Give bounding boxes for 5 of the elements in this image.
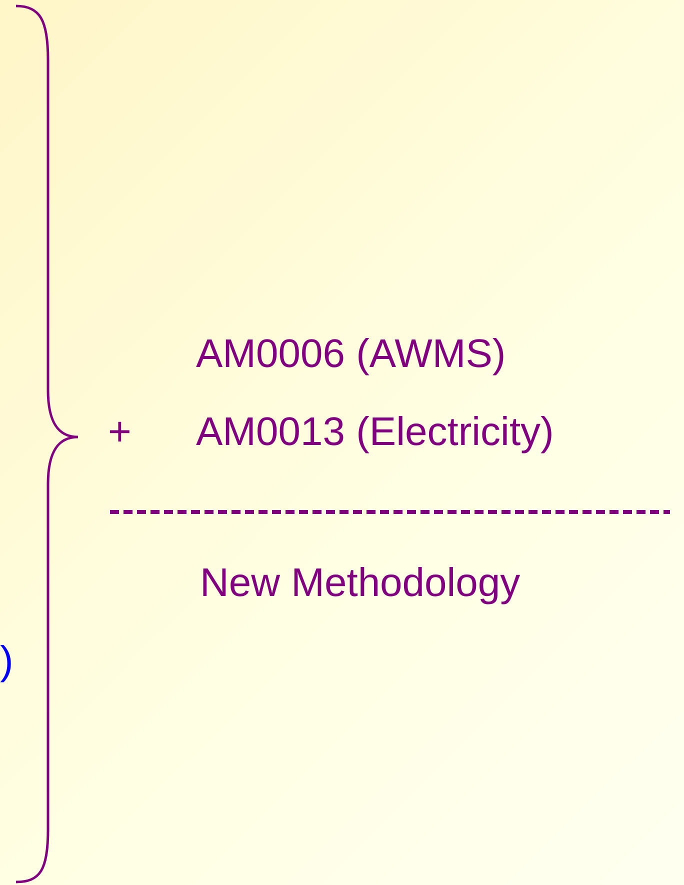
- plus-sign: +: [108, 409, 132, 455]
- parenthesis: ): [0, 638, 14, 684]
- methodology-text: AM0013 (Electricity): [196, 409, 554, 455]
- result-text: New Methodology: [200, 560, 520, 606]
- methodology-text: AM0006 (AWMS): [196, 331, 506, 377]
